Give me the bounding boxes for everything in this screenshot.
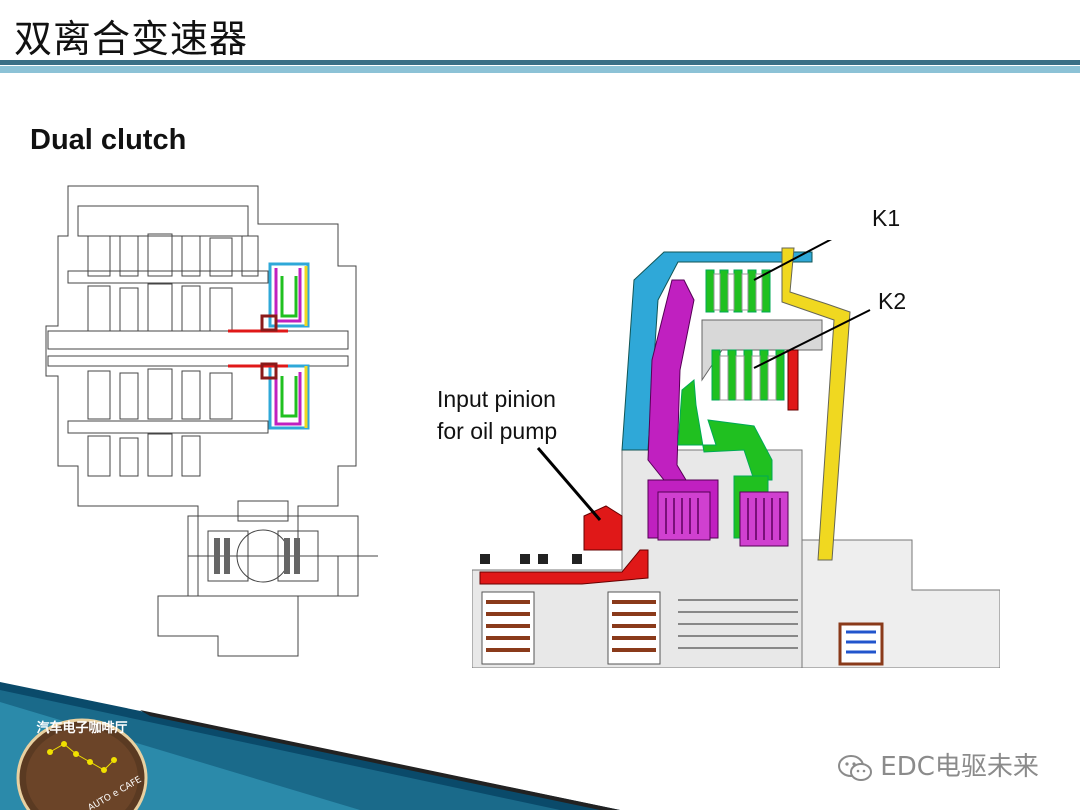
gearbox-schematic: [45, 185, 378, 657]
wechat-icon: [838, 754, 872, 782]
label-input-pinion: Input pinion for oil pump: [437, 383, 557, 447]
slide-subtitle: Dual clutch: [30, 124, 187, 156]
label-input-line2: for oil pump: [437, 418, 558, 444]
header-rule-light: [0, 66, 1080, 73]
watermark-text: EDC电驱未来: [880, 752, 1039, 782]
label-input-line1: Input pinion: [437, 386, 556, 412]
header-rule-dark: [0, 60, 1080, 65]
footer-band: [0, 682, 620, 810]
slide-title: 双离合变速器: [14, 17, 249, 61]
label-k2: K2: [878, 288, 907, 314]
label-k1: K1: [872, 205, 901, 231]
cafe-badge-logo: 汽车电子咖啡厅 AUTO e CAFE: [16, 718, 148, 810]
badge-text: 汽车电子咖啡厅: [36, 720, 127, 736]
dual-clutch-cross-section: [472, 240, 1000, 668]
watermark: EDC电驱未来: [838, 746, 1039, 783]
